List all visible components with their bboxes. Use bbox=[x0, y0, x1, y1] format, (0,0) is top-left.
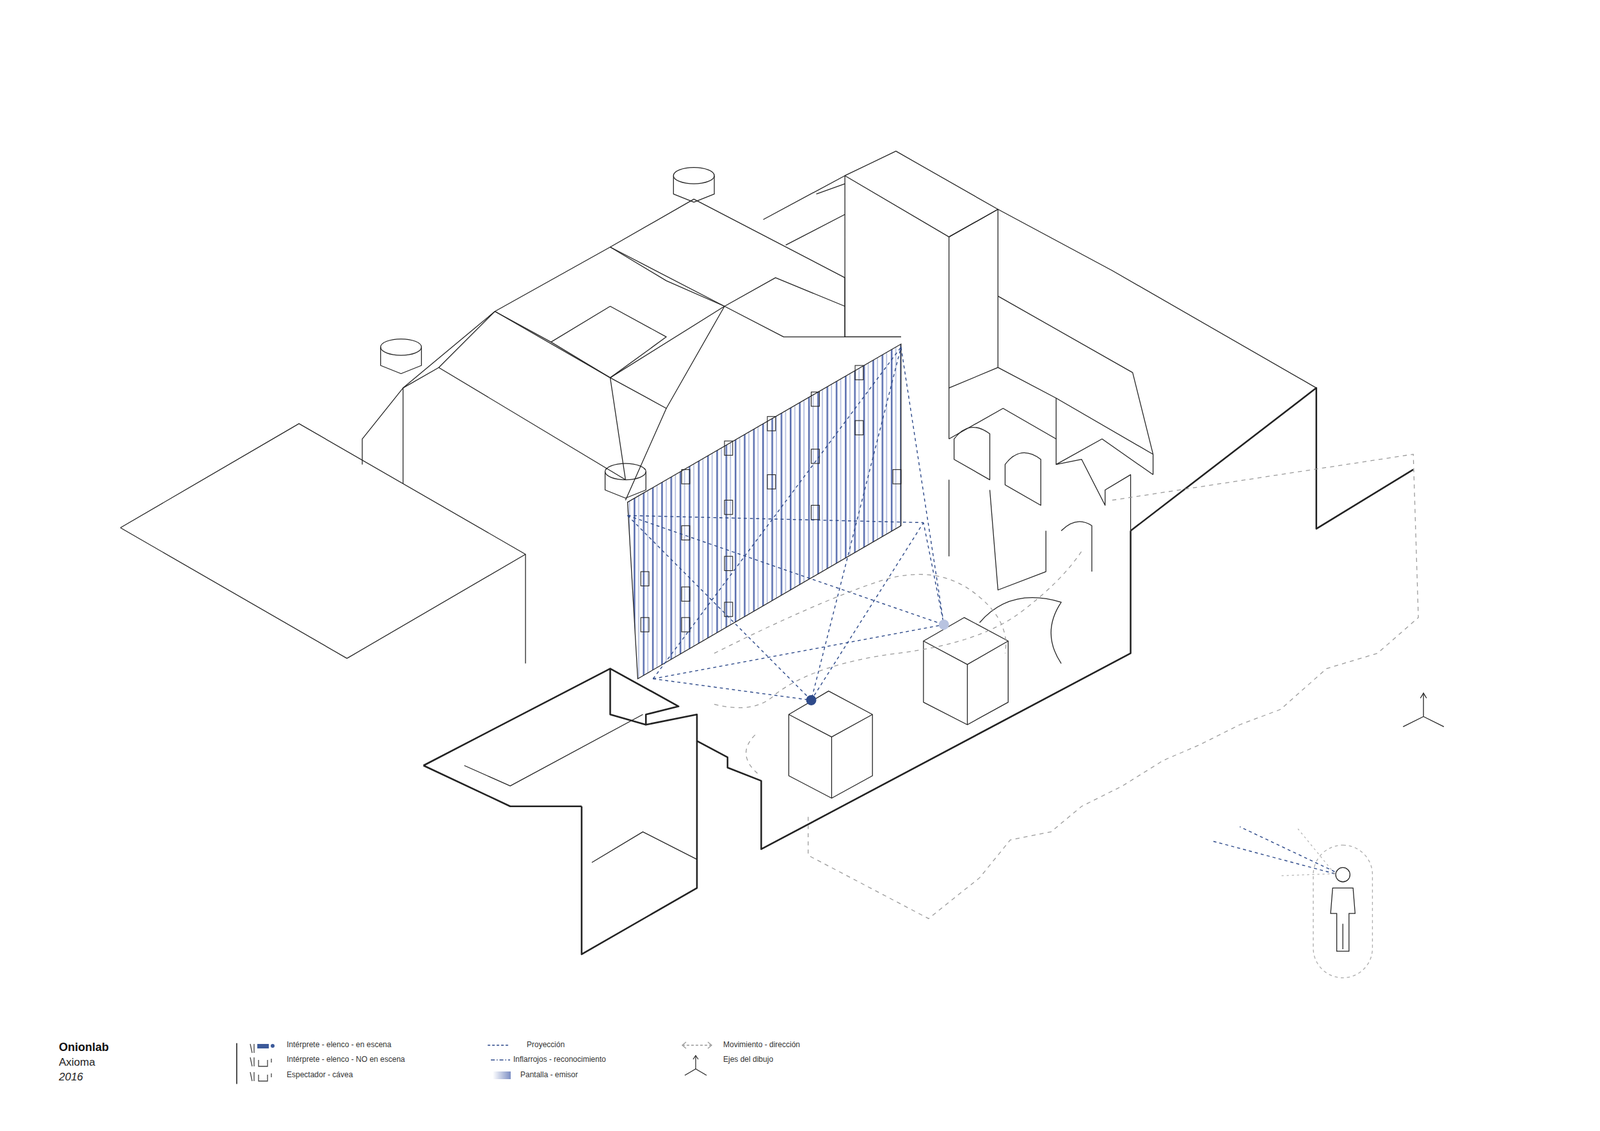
legend-text: Pantalla - emisor bbox=[520, 1070, 578, 1080]
legend-text: Inflarrojos - reconocimiento bbox=[513, 1055, 607, 1065]
legend-text: Intérprete - elenco - en escena bbox=[286, 1040, 392, 1050]
title-block-text: Axioma bbox=[58, 1056, 96, 1069]
legend-text: Ejes del dibujo bbox=[723, 1055, 774, 1065]
title-block-text: 2016 bbox=[58, 1070, 84, 1084]
author-title: Onionlab bbox=[58, 1040, 109, 1055]
legend-swatch bbox=[492, 1071, 511, 1080]
legend-text: Movimiento - dirección bbox=[723, 1040, 800, 1050]
legend-text: Espectador - cávea bbox=[286, 1070, 353, 1080]
legend-text: Intérprete - elenco - NO en escena bbox=[286, 1055, 406, 1065]
legend-text: Proyección bbox=[526, 1040, 565, 1050]
